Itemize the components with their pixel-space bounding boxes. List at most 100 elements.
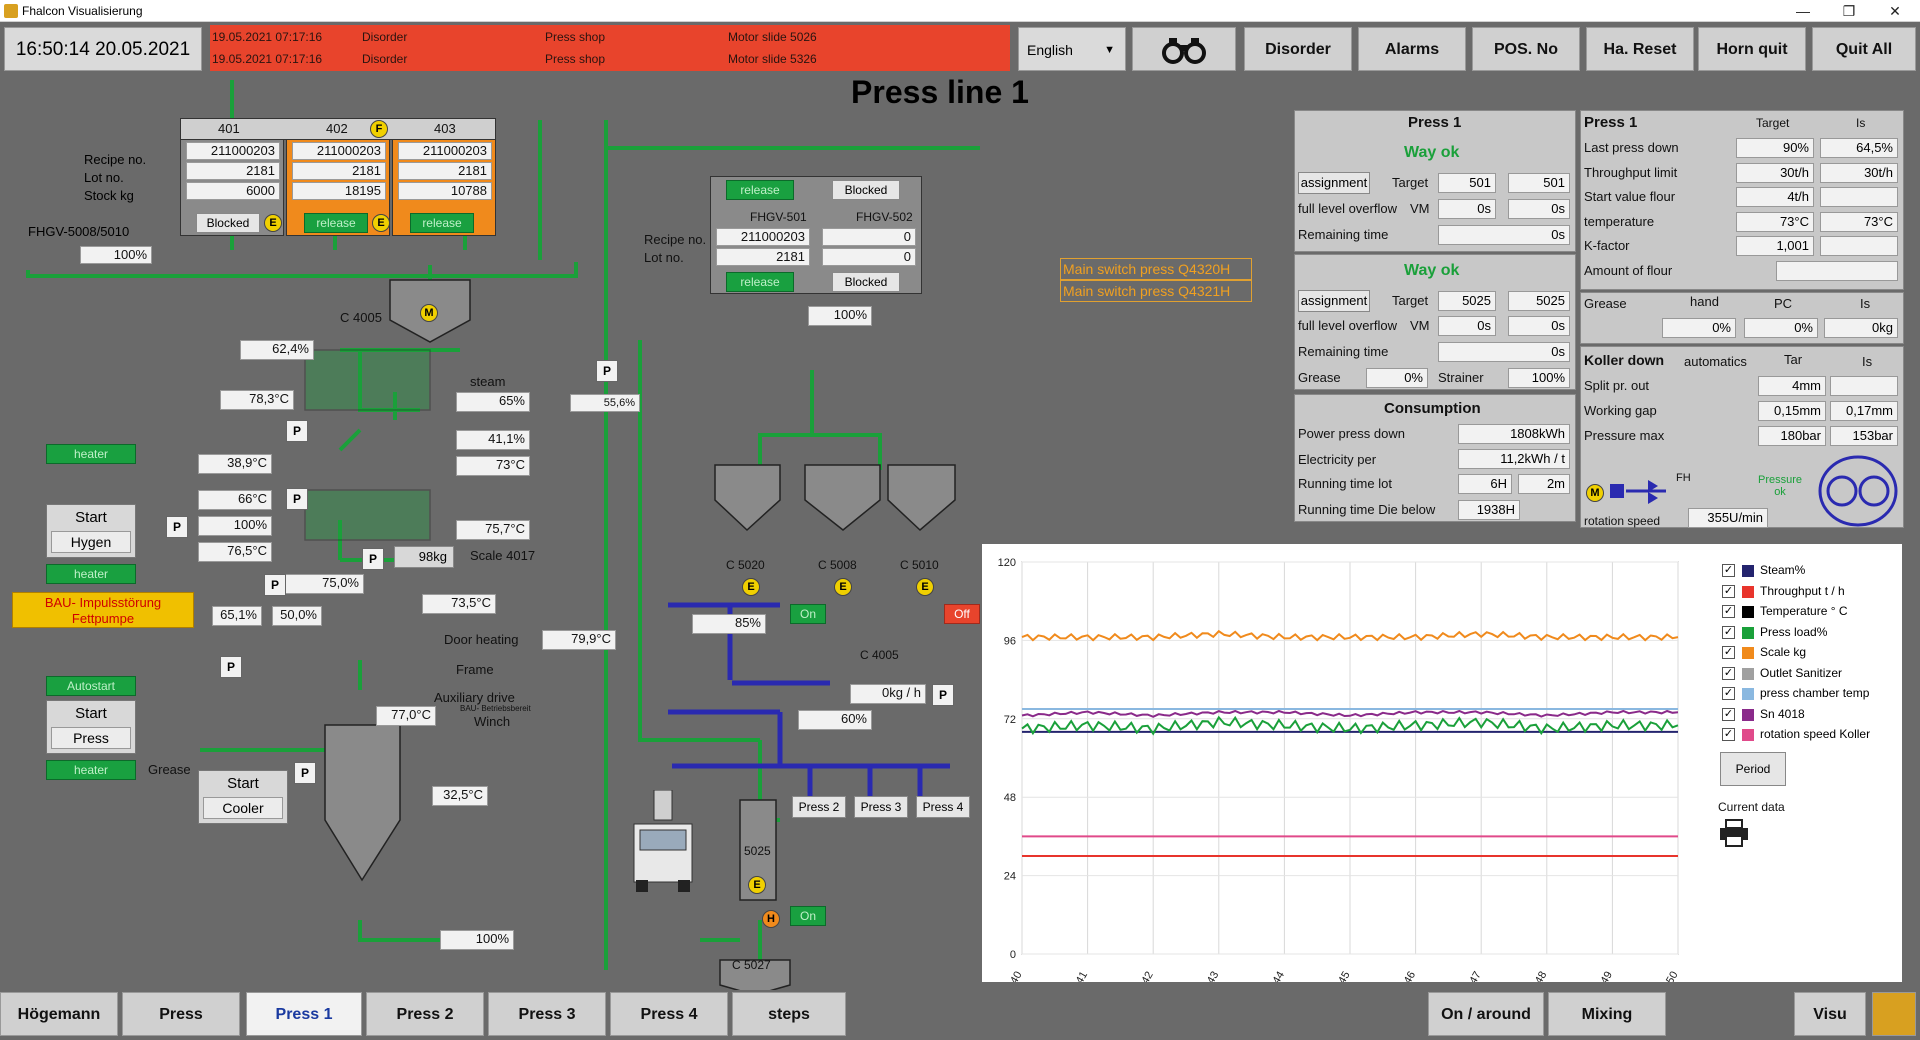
silo-label: C 5020	[726, 558, 765, 572]
p-button[interactable]: P	[294, 762, 316, 784]
heater-button[interactable]: heater	[46, 760, 136, 780]
p-button[interactable]: P	[286, 420, 308, 442]
silo-release-button[interactable]: release	[304, 213, 368, 233]
alarm-row[interactable]: 19.05.2021 07:17:16 Disorder Press shop …	[210, 49, 1010, 69]
p-button[interactable]: P	[286, 488, 308, 510]
koller-mode: automatics	[1684, 354, 1747, 369]
silo-release-button[interactable]: release	[410, 213, 474, 233]
temp-value: 73°C	[456, 456, 530, 476]
horn-quit-button[interactable]: Horn quit	[1698, 27, 1806, 71]
checkbox-icon[interactable]: ✓	[1722, 728, 1735, 741]
series-swatch	[1742, 626, 1754, 639]
alarms-button[interactable]: Alarms	[1358, 27, 1466, 71]
press-3-button[interactable]: Press 3	[854, 796, 908, 818]
fhgv-release-button[interactable]: release	[726, 180, 794, 200]
nav-press[interactable]: Press	[122, 992, 240, 1036]
minimize-button[interactable]: —	[1796, 3, 1810, 19]
assignment-button[interactable]: assignment	[1298, 290, 1370, 312]
on-button[interactable]: On	[790, 604, 826, 624]
quit-all-button[interactable]: Quit All	[1812, 27, 1916, 71]
checkbox-icon[interactable]: ✓	[1722, 707, 1735, 721]
alarm-row[interactable]: 19.05.2021 07:17:16 Disorder Press shop …	[210, 27, 1010, 47]
fhgv-value: 100%	[80, 246, 152, 264]
silo-label: C 5008	[818, 558, 857, 572]
restore-button[interactable]: ❐	[1842, 3, 1856, 19]
fhgv-release-button[interactable]: release	[726, 272, 794, 292]
p-button[interactable]: P	[362, 548, 384, 570]
nav-steps[interactable]: steps	[732, 992, 846, 1036]
p-button[interactable]: P	[264, 574, 286, 596]
assignment-button[interactable]: assignment	[1298, 172, 1370, 194]
fhgv-lot: 0	[822, 248, 916, 266]
printer-icon[interactable]	[1718, 818, 1750, 848]
alarm-list[interactable]: 19.05.2021 07:17:16 Disorder Press shop …	[210, 25, 1010, 71]
ha-reset-button[interactable]: Ha. Reset	[1586, 27, 1694, 71]
overflow-value: 0s	[1438, 316, 1496, 336]
press1-row-is	[1820, 236, 1898, 256]
heater-button[interactable]: heater	[46, 444, 136, 464]
overflow-value: 0s	[1508, 316, 1570, 336]
start-cooler-button[interactable]: Start Cooler	[198, 770, 288, 824]
binoculars-button[interactable]	[1132, 27, 1236, 71]
press-4-button[interactable]: Press 4	[916, 796, 970, 818]
checkbox-icon[interactable]: ✓	[1722, 646, 1735, 659]
checkbox-icon[interactable]: ✓	[1722, 687, 1735, 700]
target-label: Target	[1392, 293, 1429, 308]
grease-is-value: 0kg	[1824, 318, 1898, 338]
assignment-target: 5025	[1438, 291, 1496, 311]
p-button[interactable]: P	[220, 656, 242, 678]
nav-press-4[interactable]: Press 4	[610, 992, 728, 1036]
app-icon	[4, 4, 18, 18]
p-button[interactable]: P	[932, 684, 954, 706]
nav-on-around[interactable]: On / around	[1428, 992, 1544, 1036]
truck-icon	[633, 790, 693, 892]
checkbox-icon[interactable]: ✓	[1722, 605, 1735, 618]
pos-no-button[interactable]: POS. No	[1472, 27, 1580, 71]
remaining-value: 0s	[1438, 342, 1570, 362]
nav-visu[interactable]: Visu	[1794, 992, 1866, 1036]
fhgv-blocked-button[interactable]: Blocked	[832, 272, 900, 292]
p-button[interactable]: P	[596, 360, 618, 382]
warning-banner[interactable]: BAU- Impulsstörung Fettpumpe	[12, 592, 194, 628]
nav-press-2[interactable]: Press 2	[366, 992, 484, 1036]
heater-button[interactable]: heater	[46, 564, 136, 584]
e-badge: E	[916, 578, 934, 596]
grease-pc-header: PC	[1774, 296, 1793, 311]
way-ok-status: Way ok	[1404, 262, 1460, 279]
close-button[interactable]: ✕	[1889, 3, 1901, 19]
series-swatch	[1742, 647, 1754, 659]
silo-lot: 2181	[186, 162, 280, 180]
checkbox-icon[interactable]: ✓	[1722, 625, 1735, 639]
press1-row-is: 30t/h	[1820, 162, 1898, 183]
silo-blocked-button[interactable]: Blocked	[196, 213, 260, 233]
silo-id: 402	[326, 121, 348, 136]
p-button[interactable]: P	[166, 516, 188, 538]
period-button[interactable]: Period	[1720, 752, 1786, 786]
nav-press-1[interactable]: Press 1	[246, 992, 362, 1036]
checkbox-icon[interactable]: ✓	[1722, 584, 1735, 598]
silo-stock: 6000	[186, 182, 280, 200]
assignment-target: 501	[1438, 173, 1496, 193]
stock-label: Stock kg	[84, 188, 134, 203]
on-button[interactable]: On	[790, 906, 826, 926]
start-hygen-button[interactable]: Start Hygen	[46, 504, 136, 558]
start-press-button[interactable]: Start Press	[46, 700, 136, 754]
autostart-button[interactable]: Autostart	[46, 676, 136, 696]
series-line	[1021, 715, 1679, 736]
main-switch-q4321h[interactable]: Main switch press Q4321H	[1060, 280, 1252, 302]
koller-row-is	[1830, 376, 1898, 396]
off-button[interactable]: Off	[944, 604, 980, 624]
fhgv-blocked-button[interactable]: Blocked	[832, 180, 900, 200]
main-switch-q4320h[interactable]: Main switch press Q4320H	[1060, 258, 1252, 280]
language-select[interactable]: English ▼	[1018, 27, 1126, 71]
nav-press-3[interactable]: Press 3	[488, 992, 606, 1036]
disorder-button[interactable]: Disorder	[1244, 27, 1352, 71]
checkbox-icon[interactable]: ✓	[1722, 564, 1735, 577]
remaining-label: Remaining time	[1298, 227, 1389, 242]
nav-hoegemann[interactable]: Högemann	[0, 992, 118, 1036]
press-2-button[interactable]: Press 2	[792, 796, 846, 818]
nav-mixing[interactable]: Mixing	[1548, 992, 1666, 1036]
alarm-area: Press shop	[545, 52, 606, 66]
checkbox-icon[interactable]: ✓	[1722, 666, 1735, 680]
chevron-down-icon: ▼	[1104, 44, 1115, 56]
